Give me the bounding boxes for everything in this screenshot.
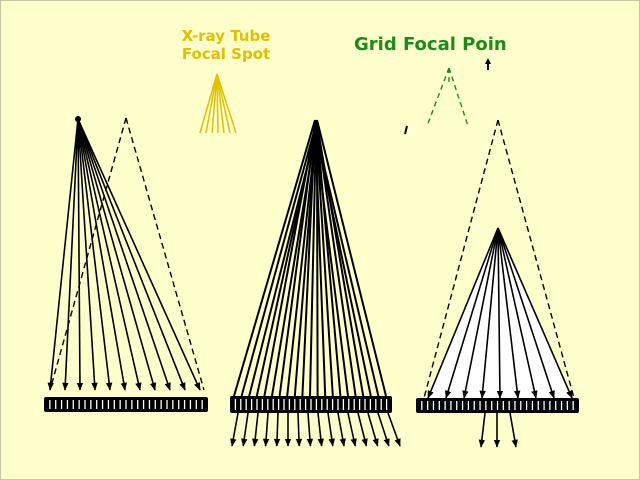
diagram3-grid-lines [423, 119, 575, 399]
x-ray [77, 118, 127, 391]
transmitted-ray [387, 412, 401, 447]
diagram-off-center-focal-spot [44, 116, 208, 412]
tube-legend-ray [199, 73, 218, 134]
x-ray [309, 127, 317, 397]
x-ray [62, 118, 79, 391]
tube-legend-ray [211, 73, 218, 134]
x-ray [77, 118, 142, 391]
grid-focus-dashed-line [49, 117, 127, 391]
tube-label-line2: Focal Spot [182, 45, 270, 63]
x-ray [240, 123, 317, 397]
transmitted-ray [273, 412, 281, 447]
diagram2-grid [230, 396, 392, 413]
x-ray [314, 127, 372, 397]
diagram2-transmitted-rays [230, 412, 401, 447]
transmitted-ray [327, 412, 335, 447]
grid-focus-dashed-line [497, 119, 575, 399]
x-ray [77, 118, 186, 391]
x-ray [47, 118, 79, 391]
stray-marks [404, 58, 491, 135]
transmitted-ray [317, 412, 325, 447]
tube-legend-ray [205, 73, 218, 134]
transmitted-ray [337, 412, 346, 447]
diagram1-grid-lines [49, 117, 205, 391]
transmitted-ray [295, 412, 303, 447]
diagram3-grid [416, 398, 579, 413]
x-ray [233, 119, 316, 397]
x-ray [427, 227, 499, 399]
diagram-focused-grid [230, 119, 401, 447]
x-ray [77, 118, 98, 391]
x-ray [77, 118, 113, 391]
x-ray [497, 227, 538, 399]
transmitted-ray [357, 412, 368, 447]
transmitted-ray [251, 412, 259, 447]
grid-legend-line [448, 67, 469, 127]
x-ray [278, 127, 316, 397]
x-ray [445, 227, 499, 399]
transmitted-ray [509, 412, 518, 448]
diagram3-transmitted-rays [478, 412, 518, 448]
transmitted-ray [306, 412, 314, 447]
transmitted-ray [241, 412, 249, 447]
grid-focus-dashed-line [125, 117, 205, 391]
transmitted-ray [262, 412, 270, 447]
diagram-focal-spot-too-close [416, 119, 579, 448]
x-ray [301, 123, 316, 397]
x-ray [77, 118, 171, 391]
diagram3-rays [427, 227, 573, 399]
grid-legend-icon [426, 67, 469, 127]
x-ray [77, 118, 157, 391]
transmitted-ray [377, 412, 390, 447]
x-ray [263, 119, 317, 397]
x-ray [479, 227, 499, 399]
x-ray [497, 227, 573, 399]
x-ray [462, 227, 499, 399]
stray-arrowhead [485, 58, 491, 64]
diagram1-grid [44, 397, 208, 412]
focal-spot [75, 116, 81, 122]
x-ray [76, 118, 84, 391]
x-ray [497, 227, 521, 399]
x-ray [314, 119, 327, 397]
transmitted-ray [478, 412, 486, 448]
diagram2-rays [233, 119, 387, 397]
x-ray [496, 227, 504, 399]
x-ray [77, 118, 201, 391]
x-ray [315, 131, 380, 397]
stray-mark [404, 125, 408, 135]
transmitted-ray [230, 412, 239, 447]
diagram3-white-cone [428, 228, 572, 400]
x-ray [286, 131, 317, 397]
focal-spot [492, 228, 504, 242]
tube-legend-ray [216, 73, 219, 134]
grid-focus-dashed-line [423, 119, 499, 399]
grid-focal-label: Grid Focal Poin [354, 34, 507, 55]
tube-legend-ray [216, 73, 237, 134]
x-ray [316, 119, 387, 397]
x-ray [314, 131, 349, 397]
transmitted-ray [367, 412, 379, 447]
tube-label-line1: X-ray Tube [182, 27, 271, 45]
tube-legend-ray [216, 73, 225, 134]
transmitted-ray [347, 412, 357, 447]
x-ray [497, 227, 555, 399]
tube-legend-ray [216, 73, 231, 134]
grid-legend-line [426, 67, 450, 127]
diagram1-rays [47, 116, 201, 391]
tube-legend-icon [199, 73, 237, 134]
